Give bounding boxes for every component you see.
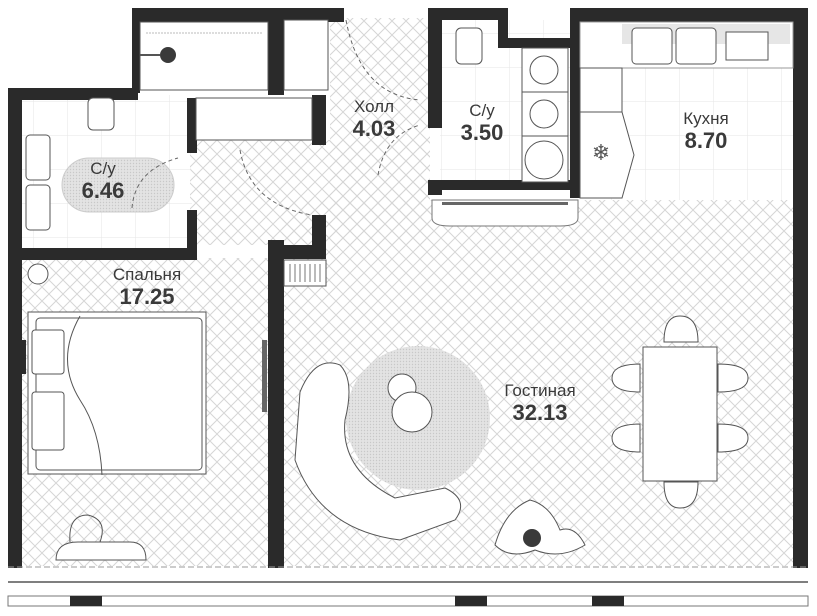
bed [27,311,207,476]
room-name: Холл [353,97,395,116]
room-name: Гостиная [504,381,576,400]
room-area: 4.03 [352,116,396,141]
room-name: Кухня [683,109,729,128]
plant [494,499,586,555]
room-living-room: Гостиная 32.13 [488,382,592,424]
room-hall: Холл 4.03 [342,98,406,140]
facade-columns [70,596,624,606]
room-kitchen: Кухня 8.70 [664,110,748,152]
fridge-snowflake-icon: ❄ [592,140,610,165]
room-name: С/у [469,101,495,120]
window-sill [431,199,579,227]
sliding-door [262,340,267,412]
sofa [294,362,462,541]
bathroom-2-fixtures [455,27,569,183]
door-swing [377,124,421,176]
kitchen-counter [579,21,794,199]
bathroom-1-fixtures [25,97,175,231]
shower [139,21,269,91]
room-name: Спальня [112,265,182,284]
room-bathroom-2: С/у 3.50 [450,102,514,144]
door-swing [345,19,421,101]
room-area: 3.50 [460,120,504,145]
facade [7,566,809,607]
room-area: 6.46 [81,178,125,203]
door-swing [131,157,179,209]
room-bedroom: Спальня 17.25 [98,266,196,308]
wardrobe-hall [195,19,329,141]
room-area: 8.70 [684,128,728,153]
room-area: 17.25 [119,284,175,309]
window [442,202,568,205]
door-swing [239,149,313,216]
room-name: С/у [90,159,116,178]
bedroom-tv-stand [27,263,147,561]
room-bathroom-1: С/у 6.46 [62,160,144,202]
walls [8,8,808,568]
room-area: 32.13 [512,400,568,425]
dining-table [611,315,749,509]
radiator [283,259,327,287]
